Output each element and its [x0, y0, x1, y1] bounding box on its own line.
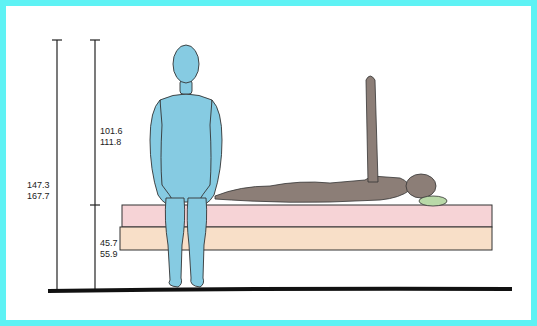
seated-figure	[150, 45, 222, 287]
pillow	[419, 196, 447, 206]
floor-line	[48, 289, 512, 291]
label-holder: 55.9	[99, 249, 119, 259]
dimension-value: 167.7	[26, 191, 51, 201]
label-holder: 101.6	[99, 126, 124, 136]
lying-figure	[215, 76, 436, 202]
dimension-lines	[52, 40, 100, 290]
dimension-value: 111.8	[99, 137, 122, 147]
label-holder: 167.7	[26, 191, 51, 201]
label-holder: 111.8	[99, 137, 122, 147]
label-holder: 147.3	[26, 180, 51, 190]
dimension-value: 101.6	[99, 126, 124, 136]
frame	[3, 3, 534, 323]
dimension-value: 147.3	[26, 180, 51, 190]
dimension-value: 55.9	[99, 249, 119, 259]
dimension-value: 45.7	[99, 238, 119, 248]
label-holder: 45.7	[99, 238, 119, 248]
